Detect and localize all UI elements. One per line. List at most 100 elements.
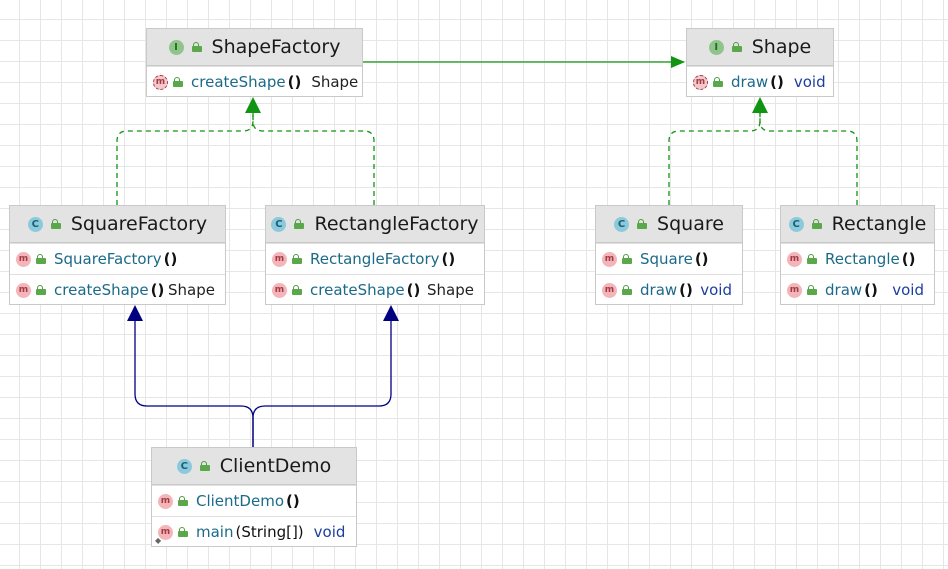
constructor-row[interactable]: m SquareFactory () — [10, 243, 225, 274]
dependency-edge-squarefactory — [134, 308, 254, 447]
realization-edge-rectangle — [759, 100, 858, 205]
shapefactory-interface-node[interactable]: I ShapeFactory m createShape () Shape — [146, 28, 363, 97]
dependency-arrowhead-squarefactory — [127, 305, 143, 321]
method-row[interactable]: m draw () void — [781, 274, 934, 305]
runnable-class-icon: C — [176, 458, 192, 474]
shape-interface-node[interactable]: I Shape m draw () void — [686, 28, 834, 97]
constructor-row[interactable]: m ClientDemo () — [152, 485, 356, 516]
realization-arrowhead-shape — [752, 97, 768, 113]
public-lock-icon — [178, 527, 188, 537]
rectangle-class-node[interactable]: C Rectangle m Rectangle () m draw () voi… — [780, 205, 935, 305]
method-parens: () — [770, 73, 784, 91]
method-parens: () — [441, 250, 456, 268]
method-name: Square — [640, 250, 693, 268]
constructor-row[interactable]: m Rectangle () — [781, 243, 934, 274]
method-name: draw — [731, 73, 769, 91]
method-icon: m — [158, 524, 173, 540]
constructor-row[interactable]: m RectangleFactory () — [266, 243, 484, 274]
squarefactory-class-node[interactable]: C SquareFactory m SquareFactory () m cre… — [9, 205, 226, 305]
method-row[interactable]: m ◆ main (String[]) void — [152, 516, 356, 547]
public-lock-icon — [36, 285, 46, 295]
method-icon: m — [602, 251, 617, 267]
realization-arrowhead-shapefactory — [245, 97, 261, 113]
return-type: void — [700, 281, 732, 299]
rectanglefactory-class-node[interactable]: C RectangleFactory m RectangleFactory ()… — [265, 205, 485, 305]
method-parens: () — [679, 281, 693, 299]
method-icon: m — [272, 282, 287, 298]
method-name: createShape — [310, 281, 405, 299]
method-name: main — [196, 523, 234, 541]
return-type: Shape — [168, 281, 215, 299]
public-lock-icon — [173, 77, 183, 87]
method-parens: () — [694, 250, 709, 268]
shapefactory-title: ShapeFactory — [211, 36, 341, 58]
public-lock-icon — [199, 461, 210, 471]
public-lock-icon — [807, 285, 817, 295]
method-name: draw — [825, 281, 863, 299]
public-lock-icon — [622, 254, 632, 264]
method-row[interactable]: m createShape () Shape — [266, 274, 484, 305]
shape-header: I Shape — [687, 29, 833, 66]
public-lock-icon — [294, 219, 305, 229]
method-parens: () — [286, 492, 300, 510]
public-lock-icon — [292, 285, 302, 295]
squarefactory-header: C SquareFactory — [10, 206, 225, 243]
class-icon: C — [788, 216, 804, 232]
public-lock-icon — [36, 254, 46, 264]
public-lock-icon — [178, 496, 188, 506]
public-lock-icon — [50, 219, 61, 229]
method-name: createShape — [54, 281, 149, 299]
return-type: void — [313, 523, 346, 541]
method-name: ClientDemo — [196, 492, 284, 510]
return-type: Shape — [311, 73, 359, 91]
method-row[interactable]: m draw () void — [596, 274, 742, 305]
clientdemo-class-node[interactable]: C ClientDemo m ClientDemo () m ◆ main (S… — [151, 447, 357, 547]
public-lock-icon — [713, 77, 723, 87]
interface-icon: I — [708, 39, 724, 55]
public-lock-icon — [731, 42, 742, 52]
return-type: Shape — [427, 281, 474, 299]
method-parens: () — [163, 250, 178, 268]
method-icon: m — [602, 282, 617, 298]
method-row[interactable]: m draw () void — [687, 66, 833, 97]
method-name: Rectangle — [825, 250, 900, 268]
method-icon: m — [16, 251, 31, 267]
class-icon: C — [27, 216, 43, 232]
class-icon: C — [614, 216, 630, 232]
static-pin-icon: ◆ — [155, 535, 162, 545]
public-lock-icon — [191, 42, 202, 52]
method-params: (String[]) — [235, 523, 304, 541]
method-row[interactable]: m createShape () Shape — [147, 66, 362, 97]
clientdemo-title: ClientDemo — [219, 455, 332, 477]
square-class-node[interactable]: C Square m Square () m draw () void — [595, 205, 743, 305]
clientdemo-header: C ClientDemo — [152, 448, 356, 485]
return-type: void — [892, 281, 924, 299]
squarefactory-title: SquareFactory — [70, 213, 208, 235]
class-icon: C — [271, 216, 287, 232]
rectangle-header: C Rectangle — [781, 206, 934, 243]
dependency-edge-rectanglefactory — [252, 308, 392, 447]
static-method-marker: m ◆ — [155, 524, 173, 544]
method-name: SquareFactory — [54, 250, 162, 268]
abstract-method-icon: m — [153, 74, 168, 90]
method-icon: m — [158, 493, 173, 509]
method-parens: () — [287, 73, 302, 91]
constructor-row[interactable]: m Square () — [596, 243, 742, 274]
method-name: draw — [640, 281, 678, 299]
realization-edge-square — [668, 100, 761, 205]
public-lock-icon — [811, 219, 822, 229]
method-icon: m — [16, 282, 31, 298]
method-parens: () — [901, 250, 916, 268]
public-lock-icon — [292, 254, 302, 264]
method-icon: m — [272, 251, 287, 267]
public-lock-icon — [807, 254, 817, 264]
method-parens: () — [150, 281, 165, 299]
shapefactory-header: I ShapeFactory — [147, 29, 362, 66]
interface-icon: I — [168, 39, 184, 55]
shape-title: Shape — [751, 36, 812, 58]
public-lock-icon — [622, 285, 632, 295]
method-row[interactable]: m createShape () Shape — [10, 274, 225, 305]
rectanglefactory-title: RectangleFactory — [314, 213, 479, 235]
method-icon: m — [787, 251, 802, 267]
